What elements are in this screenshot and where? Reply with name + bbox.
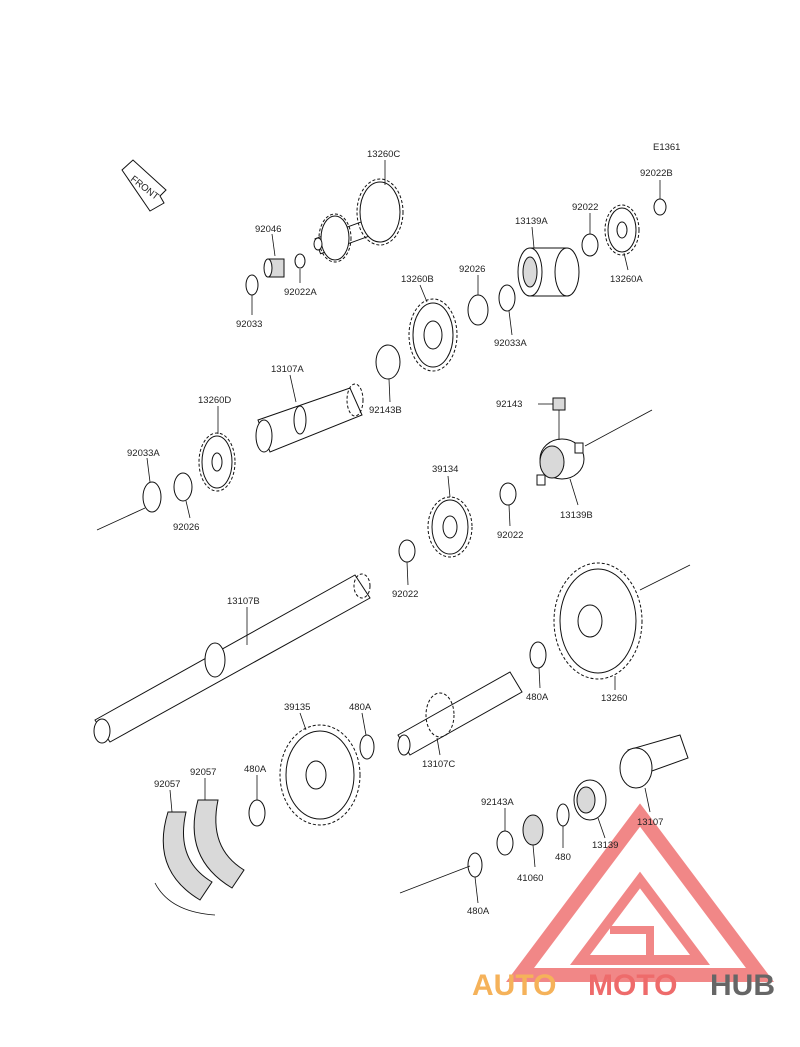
part-label: 92022 bbox=[392, 589, 418, 600]
part-label: 13139A bbox=[515, 216, 548, 227]
part-label: 13260C bbox=[367, 149, 400, 160]
part-label: 13107C bbox=[422, 759, 455, 770]
circlip-480a-b-drawing bbox=[359, 734, 375, 760]
part-label: 480A bbox=[526, 692, 549, 703]
part-label: 92026 bbox=[459, 264, 485, 275]
gear-13260-drawing bbox=[553, 562, 643, 680]
pin-92143-drawing bbox=[552, 397, 566, 411]
part-label: 13260B bbox=[401, 274, 434, 285]
part-label: 13260 bbox=[601, 693, 627, 704]
part-label: 92143A bbox=[481, 797, 514, 808]
part-label: 13107B bbox=[227, 596, 260, 607]
bush-92143b-drawing bbox=[375, 344, 401, 380]
part-label: 92022 bbox=[572, 202, 598, 213]
part-label: 41060 bbox=[517, 873, 543, 884]
gear-39134-drawing bbox=[427, 496, 473, 558]
hub-13139b-drawing bbox=[536, 438, 585, 486]
circlip-92033a-lower-drawing bbox=[142, 481, 162, 513]
part-label: 480A bbox=[349, 702, 372, 713]
collar-41060-drawing bbox=[522, 814, 544, 846]
part-label: 13107 bbox=[637, 817, 663, 828]
part-label: 92033A bbox=[494, 338, 527, 349]
shaft-13107b-drawing bbox=[93, 573, 371, 744]
circlip-92033a-drawing bbox=[498, 284, 516, 312]
part-label: 92033A bbox=[127, 448, 160, 459]
part-label: 480 bbox=[555, 852, 571, 863]
shaft-13107-drawing bbox=[619, 734, 689, 789]
part-label: 92143 bbox=[496, 399, 522, 410]
bush-92143a-drawing bbox=[496, 830, 514, 856]
washer-92022a-drawing bbox=[294, 253, 306, 269]
watermark-part1: AUTO bbox=[472, 969, 556, 1002]
part-label: 92022 bbox=[497, 530, 523, 541]
watermark-text: AUTO MOTO HUB bbox=[472, 969, 775, 1002]
gear-13260c-drawing bbox=[313, 178, 404, 263]
washer-92026-lower-drawing bbox=[173, 472, 193, 502]
part-label: 92033 bbox=[236, 319, 262, 330]
gear-13260d-drawing bbox=[198, 432, 236, 492]
part-label: 92022A bbox=[284, 287, 317, 298]
circlip-480a-drawing bbox=[529, 641, 547, 669]
gear-39135-drawing bbox=[279, 724, 361, 826]
washer-92022-drawing bbox=[581, 233, 599, 257]
diagram-code: E1361 bbox=[653, 142, 680, 153]
washer-92022b-drawing bbox=[653, 198, 667, 216]
part-labels: 13260C 92046 92022A 92033 13139A 92022 9… bbox=[127, 149, 673, 917]
gear-13260b-drawing bbox=[408, 298, 458, 372]
watermark-part3: HUB bbox=[710, 969, 775, 1002]
part-label: 13139B bbox=[560, 510, 593, 521]
part-label: 92057 bbox=[154, 779, 180, 790]
circlip-92033-drawing bbox=[245, 274, 259, 296]
part-label: 92026 bbox=[173, 522, 199, 533]
part-label: 39134 bbox=[432, 464, 458, 475]
shaft-13107c-drawing bbox=[397, 671, 523, 756]
part-label: 92022B bbox=[640, 168, 673, 179]
circlip-480a-c-drawing bbox=[248, 799, 266, 827]
part-label: 480A bbox=[467, 906, 490, 917]
watermark-part2: MOTO bbox=[588, 969, 677, 1002]
part-label: 39135 bbox=[284, 702, 310, 713]
part-label: 13107A bbox=[271, 364, 304, 375]
washer-92022-b-drawing bbox=[499, 482, 517, 506]
needle-bearing-92046-drawing bbox=[263, 258, 285, 278]
part-label: 92143B bbox=[369, 405, 402, 416]
part-label: 13260D bbox=[198, 395, 231, 406]
part-label: 92046 bbox=[255, 224, 281, 235]
part-label: 480A bbox=[244, 764, 267, 775]
shaft-13107a-drawing bbox=[255, 383, 364, 453]
watermark-logo bbox=[506, 803, 774, 982]
hub-13139-drawing bbox=[573, 779, 607, 821]
circlip-480a-d-drawing bbox=[467, 852, 483, 878]
gear-13260a-drawing bbox=[604, 204, 640, 256]
washer-92026-drawing bbox=[467, 294, 489, 326]
sleeve-13139a-drawing bbox=[517, 247, 580, 297]
leader-lines bbox=[146, 160, 661, 904]
part-label: 92057 bbox=[190, 767, 216, 778]
circlip-480-drawing bbox=[556, 803, 570, 827]
front-arrow-icon: FRONT bbox=[121, 159, 167, 212]
washer-92022-c-drawing bbox=[398, 539, 416, 563]
part-label: 13260A bbox=[610, 274, 643, 285]
part-label: 13139 bbox=[592, 840, 618, 851]
chain-92057-drawing bbox=[154, 799, 245, 916]
